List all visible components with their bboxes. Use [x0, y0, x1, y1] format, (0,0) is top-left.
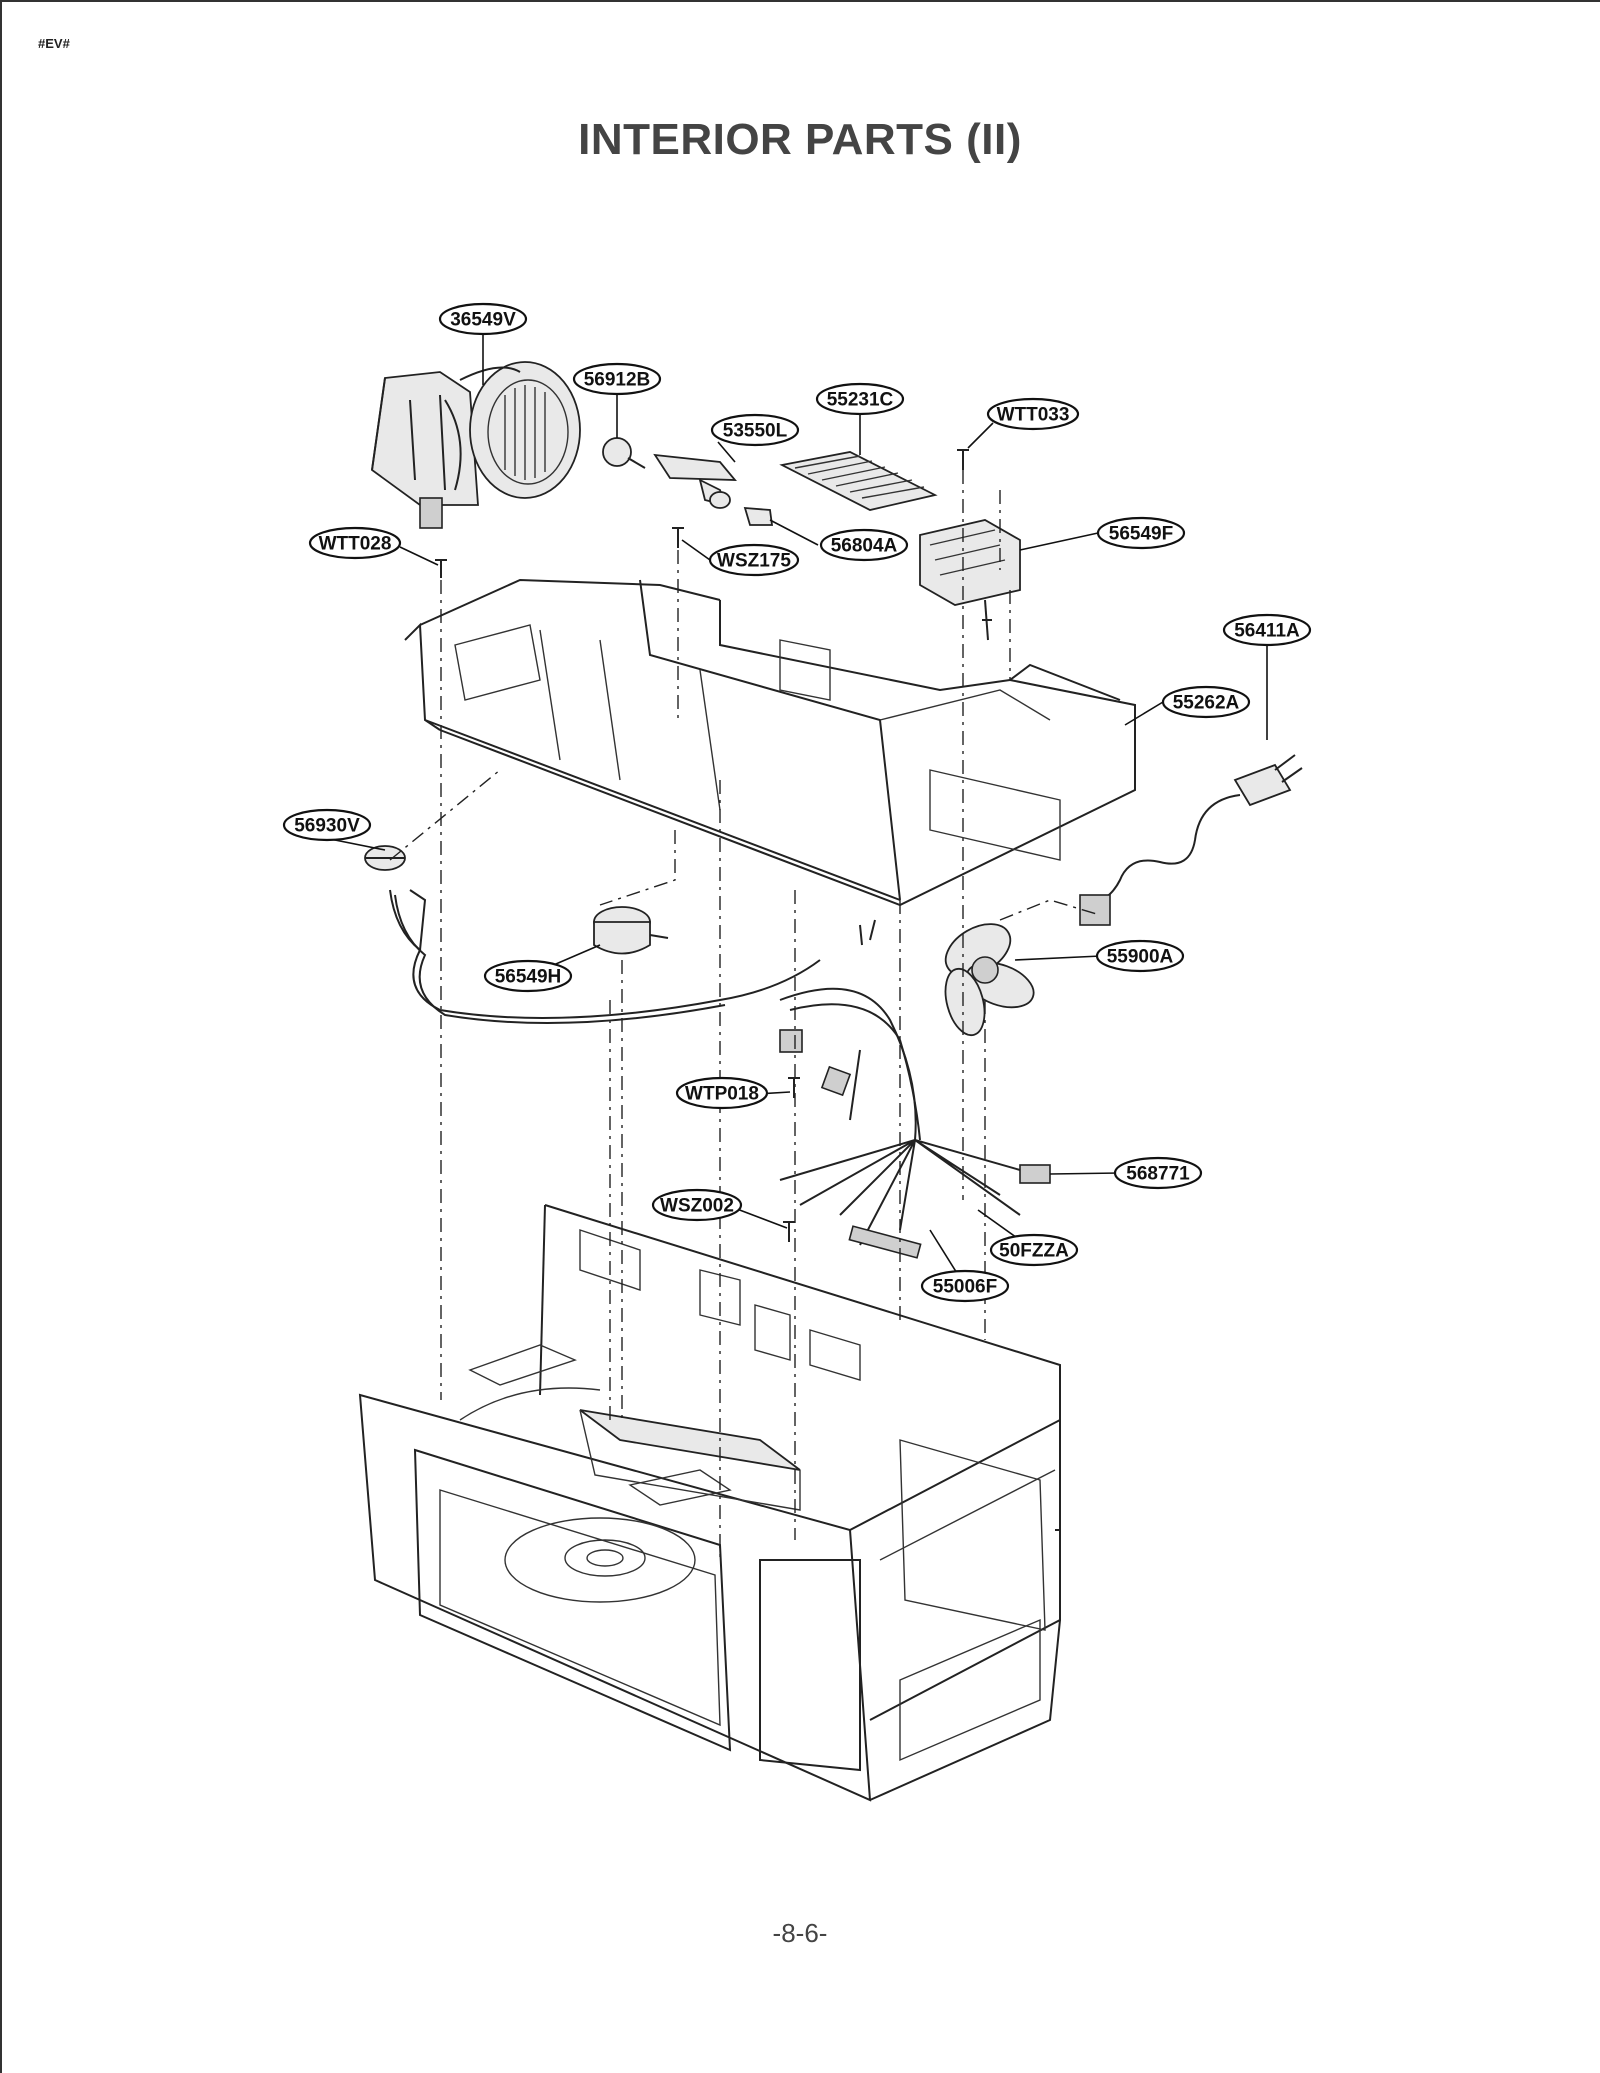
lamp-group [602, 437, 774, 526]
callout-label: 56804A [831, 536, 898, 557]
grease-filter [779, 451, 938, 511]
callout-55006f: 55006F [920, 1269, 1010, 1303]
thermostat-part [364, 845, 406, 871]
callout-wsz175: WSZ175 [708, 543, 800, 577]
cavity-frame [358, 1204, 1061, 1802]
callout-wtt028: WTT028 [308, 526, 402, 560]
callout-56804a: 56804A [819, 528, 909, 562]
callout-label: 55231C [827, 390, 894, 411]
callout-label: 36549V [450, 310, 516, 331]
callout-label: 56411A [1234, 621, 1300, 642]
screw-icons [435, 449, 969, 1242]
callout-label: 53550L [723, 421, 788, 442]
callout-label: WTT028 [319, 534, 392, 555]
turntable-motor-part [593, 906, 669, 955]
callout-55231c: 55231C [815, 382, 905, 416]
callout-label: 50FZZA [999, 1241, 1069, 1262]
callout-50fzza: 50FZZA [989, 1233, 1079, 1267]
callout-label: 568771 [1126, 1164, 1190, 1185]
leader-lines [324, 332, 1268, 1287]
callout-56912b: 56912B [572, 362, 662, 396]
callout-56930v: 56930V [282, 808, 372, 842]
fan-blade-part [944, 923, 1035, 1037]
doc-code: #EV# [38, 36, 70, 51]
callout-label: WSZ175 [717, 551, 791, 572]
callout-568771: 568771 [1113, 1156, 1203, 1190]
callout-53550l: 53550L [710, 413, 800, 447]
callout-label: 56912B [584, 370, 651, 391]
base-plate-part [404, 578, 1136, 907]
callout-label: 56549F [1109, 524, 1173, 545]
callout-label: 56930V [294, 816, 360, 837]
power-cord-part [1079, 754, 1303, 926]
page-number: -8-6- [772, 1918, 828, 1948]
callout-55900a: 55900A [1095, 939, 1185, 973]
callout-56411a: 56411A [1222, 613, 1312, 647]
motor-part [919, 519, 1021, 641]
callout-label: WTP018 [685, 1084, 759, 1105]
callout-label: 55006F [933, 1277, 997, 1298]
callout-label: 56549H [495, 967, 562, 988]
callout-55262a: 55262A [1161, 685, 1251, 719]
callout-wtp018: WTP018 [675, 1076, 769, 1110]
callout-label: 55900A [1107, 947, 1174, 968]
callout-56549f: 56549F [1096, 516, 1186, 550]
callout-56549h: 56549H [483, 959, 573, 993]
callout-label: 55262A [1173, 693, 1240, 714]
callout-wtt033: WTT033 [986, 397, 1080, 431]
callout-36549v: 36549V [438, 302, 528, 336]
blower-fan-assembly [371, 361, 581, 529]
callout-label: WTT033 [997, 405, 1070, 426]
alignment-lines [389, 470, 1101, 1560]
wire-harness-part [389, 889, 1051, 1259]
callout-label: WSZ002 [660, 1196, 734, 1217]
callout-wsz002: WSZ002 [651, 1188, 743, 1222]
page-title: INTERIOR PARTS (II) [578, 115, 1022, 164]
